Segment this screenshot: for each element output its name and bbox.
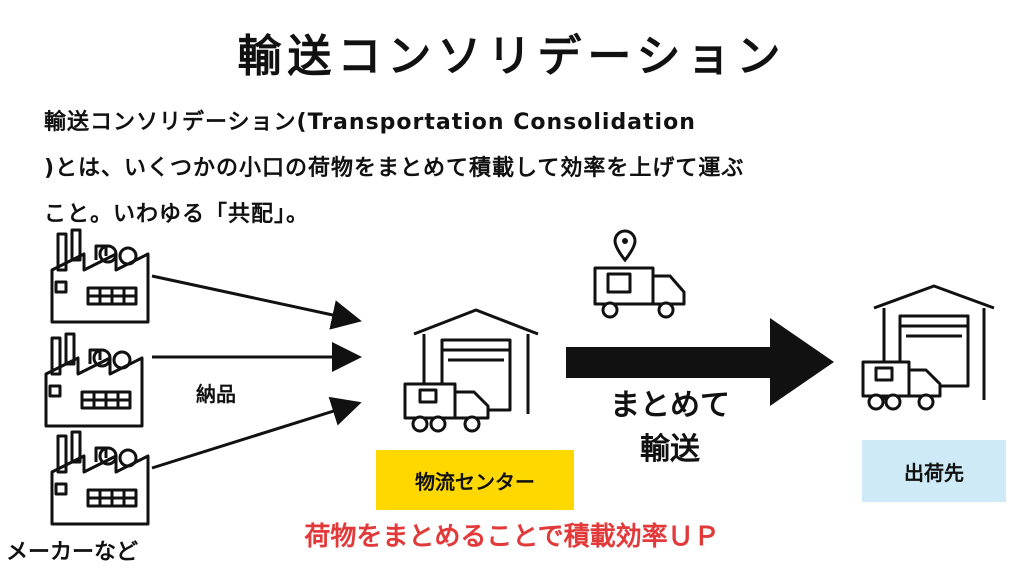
factory-icon [50,430,150,526]
bulk-transport-label: まとめて 輸送 [600,384,740,472]
bulk-transport-line-2: 輸送 [640,432,700,467]
delivery-label: 納品 [196,382,236,406]
distribution-center-box: 物流センター [376,450,574,510]
manufacturers-label: メーカーなど [6,540,139,565]
delivery-truck-icon [403,382,490,433]
location-pin-icon [613,229,637,263]
description-line-1: 輸送コンソリデーション(Transportation Consolidation [44,110,696,135]
tagline: 荷物をまとめることで積載効率ＵＰ [304,522,720,552]
page-title: 輸送コンソリデーション [237,31,787,82]
arrow-factory-1 [151,274,362,330]
bulk-transport-line-1: まとめて [610,388,730,423]
arrow-factory-3 [151,396,362,470]
warehouse-icon [873,284,995,400]
delivery-truck-icon [593,266,686,319]
delivery-truck-icon [861,360,942,411]
description-line-2: )とは、いくつかの小口の荷物をまとめて積載して効率を上げて運ぶ [44,156,745,181]
destination-box: 出荷先 [862,440,1006,502]
factory-icon [50,228,150,324]
factory-icon [44,332,144,428]
transport-arrow [566,318,834,406]
description-line-3: こと。いわゆる「共配」。 [44,202,310,227]
